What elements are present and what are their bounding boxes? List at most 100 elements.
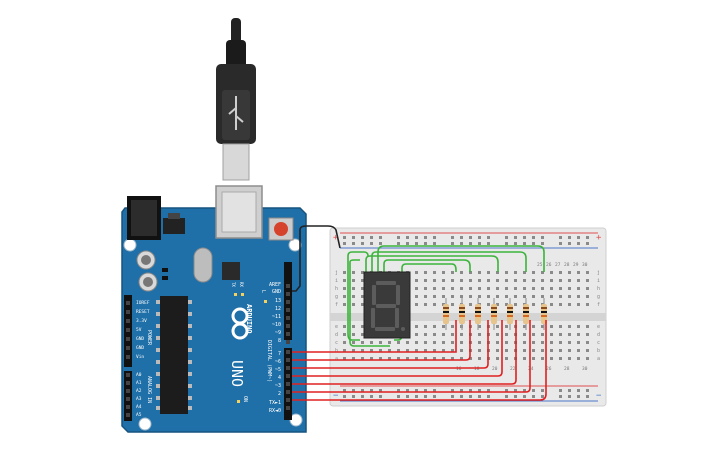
breadboard-hole — [424, 357, 427, 360]
bb-row-letter: c — [597, 340, 600, 346]
breadboard-hole — [532, 333, 535, 336]
breadboard-hole — [577, 349, 580, 352]
breadboard-hole — [577, 236, 580, 239]
bb-col-number: 26 — [546, 366, 552, 372]
breadboard-hole — [559, 295, 562, 298]
breadboard-hole — [442, 287, 445, 290]
breadboard-hole — [514, 287, 517, 290]
breadboard-hole — [559, 242, 562, 245]
header-pin — [126, 373, 130, 377]
breadboard-hole — [487, 236, 490, 239]
header-pin — [286, 332, 290, 336]
breadboard-hole — [406, 242, 409, 245]
digital-pin-label: RX◄0 — [269, 408, 281, 414]
breadboard-hole — [577, 242, 580, 245]
breadboard-hole — [487, 395, 490, 398]
breadboard-hole — [523, 395, 526, 398]
breadboard-hole — [352, 357, 355, 360]
breadboard-hole — [451, 325, 454, 328]
breadboard-hole — [379, 236, 382, 239]
breadboard-hole — [496, 279, 499, 282]
resistor — [443, 298, 449, 330]
breadboard-hole — [442, 333, 445, 336]
breadboard-hole — [469, 242, 472, 245]
breadboard-hole — [406, 341, 409, 344]
breadboard-hole — [505, 325, 508, 328]
rail-plus-label: + — [333, 233, 339, 243]
breadboard-hole — [577, 389, 580, 392]
breadboard-hole — [532, 236, 535, 239]
breadboard-hole — [424, 325, 427, 328]
breadboard-hole — [343, 395, 346, 398]
breadboard-hole — [415, 295, 418, 298]
breadboard-hole — [388, 341, 391, 344]
breadboard-hole — [370, 242, 373, 245]
header-pin — [286, 284, 290, 288]
breadboard-hole — [460, 395, 463, 398]
breadboard-hole — [586, 349, 589, 352]
breadboard-hole — [343, 303, 346, 306]
breadboard-hole — [352, 341, 355, 344]
breadboard-hole — [514, 303, 517, 306]
breadboard-hole — [550, 279, 553, 282]
bb-row-letter: e — [335, 324, 338, 330]
breadboard-hole — [478, 389, 481, 392]
breadboard-hole — [451, 333, 454, 336]
breadboard-hole — [568, 271, 571, 274]
breadboard-hole — [577, 287, 580, 290]
breadboard-hole — [514, 271, 517, 274]
bb-col-number: 25 — [537, 262, 543, 268]
resistor — [507, 298, 513, 330]
breadboard-hole — [424, 395, 427, 398]
breadboard-hole — [532, 279, 535, 282]
breadboard-hole — [505, 389, 508, 392]
breadboard-hole — [586, 341, 589, 344]
breadboard-hole — [424, 271, 427, 274]
breadboard-hole — [451, 236, 454, 239]
breadboard-hole — [424, 389, 427, 392]
breadboard-hole — [523, 295, 526, 298]
breadboard-hole — [568, 287, 571, 290]
breadboard-hole — [469, 389, 472, 392]
breadboard-hole — [586, 395, 589, 398]
breadboard-hole — [424, 236, 427, 239]
breadboard-hole — [361, 389, 364, 392]
breadboard-hole — [415, 341, 418, 344]
breadboard-hole — [460, 295, 463, 298]
bb-row-letter: e — [597, 324, 600, 330]
breadboard-hole — [397, 357, 400, 360]
black-wire — [292, 225, 341, 292]
arduino-brand-label: ARDUINO — [245, 304, 253, 334]
breadboard-hole — [460, 389, 463, 392]
breadboard-hole — [442, 279, 445, 282]
breadboard-hole — [433, 333, 436, 336]
bb-row-letter: j — [597, 270, 600, 276]
analog-pin-label: A1 — [136, 380, 142, 386]
header-pin — [286, 398, 290, 402]
breadboard-hole — [406, 357, 409, 360]
green-wires — [347, 245, 545, 347]
breadboard-hole — [352, 295, 355, 298]
breadboard-hole — [433, 341, 436, 344]
digital-section-label: DIGITAL (PWM~) — [266, 340, 272, 382]
breadboard-hole — [415, 357, 418, 360]
breadboard-hole — [559, 236, 562, 239]
breadboard-hole — [424, 333, 427, 336]
breadboard-hole — [451, 279, 454, 282]
header-pin — [126, 389, 130, 393]
breadboard-hole — [577, 357, 580, 360]
breadboard-hole — [505, 236, 508, 239]
breadboard-hole — [361, 271, 364, 274]
breadboard-hole — [478, 341, 481, 344]
resistor-array — [443, 298, 547, 330]
breadboard-hole — [586, 295, 589, 298]
header-pin — [286, 374, 290, 378]
breadboard-hole — [586, 333, 589, 336]
breadboard-hole — [577, 271, 580, 274]
breadboard-hole — [343, 271, 346, 274]
breadboard-hole — [586, 236, 589, 239]
breadboard-hole — [496, 295, 499, 298]
bb-row-letter: i — [597, 278, 600, 284]
bb-col-number: 20 — [492, 366, 498, 372]
breadboard-hole — [406, 236, 409, 239]
